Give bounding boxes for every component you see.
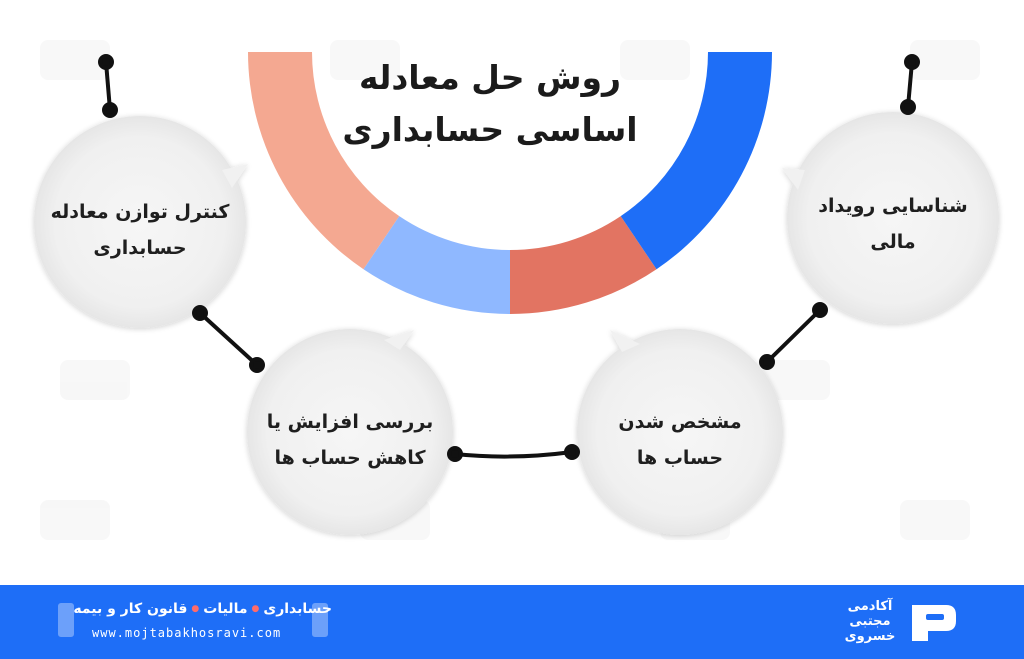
connector-top-right bbox=[900, 54, 920, 115]
connector-dot bbox=[564, 444, 580, 460]
bubble-step-3 bbox=[247, 329, 453, 535]
connector-right-middle bbox=[759, 302, 828, 370]
bubble-step-1 bbox=[782, 112, 999, 324]
arc-segment-3 bbox=[510, 216, 657, 314]
diagram-canvas bbox=[34, 52, 999, 535]
step-2-text: مشخص شدن حساب ها bbox=[582, 404, 778, 476]
title-line-1: روش حل معادله bbox=[358, 58, 622, 97]
step-2-line-2: حساب ها bbox=[636, 447, 724, 469]
bubble-step-2 bbox=[577, 329, 783, 535]
step-4-line-1: کنترل توازن معادله bbox=[50, 201, 230, 223]
step-3-text: بررسی افزایش یا کاهش حساب ها bbox=[252, 404, 448, 476]
arc-segment-2 bbox=[363, 216, 510, 314]
connector-dot bbox=[98, 54, 114, 70]
connector-dot bbox=[904, 54, 920, 70]
connector-dot bbox=[447, 446, 463, 462]
half-ring-arc bbox=[248, 52, 772, 314]
connector-dot bbox=[812, 302, 828, 318]
footer-decoration bbox=[58, 603, 74, 637]
step-4-text: کنترل توازن معادله حسابداری bbox=[38, 194, 242, 266]
step-1-line-2: مالی bbox=[870, 231, 916, 253]
logo-text: آکادمی مجتبی خسروی bbox=[838, 599, 902, 644]
connector-dot bbox=[759, 354, 775, 370]
connector-dot bbox=[249, 357, 265, 373]
connector-bottom bbox=[447, 444, 580, 462]
separator-dot-icon: ● bbox=[191, 604, 200, 614]
arc-segment-1 bbox=[248, 52, 400, 270]
connector-dot bbox=[192, 305, 208, 321]
separator-dot-icon: ● bbox=[251, 604, 260, 614]
website-url[interactable]: www.mojtabakhosravi.com bbox=[92, 626, 282, 640]
connector-left-middle bbox=[192, 305, 265, 373]
step-3-line-2: کاهش حساب ها bbox=[274, 447, 426, 469]
step-2-line-1: مشخص شدن bbox=[618, 411, 742, 433]
diagram-title: روش حل معادله اساسی حسابداری bbox=[300, 52, 680, 156]
footer-tag-tax: مالیات bbox=[203, 601, 248, 617]
logo-icon bbox=[912, 605, 956, 641]
connector-dot bbox=[102, 102, 118, 118]
connector-top-left bbox=[98, 54, 118, 118]
logo-line-1: آکادمی bbox=[847, 599, 893, 614]
step-1-text: شناسایی رویداد مالی bbox=[795, 188, 991, 260]
logo-line-3: خسروی bbox=[844, 629, 896, 644]
title-line-2: اساسی حسابداری bbox=[342, 110, 638, 149]
footer-tag-labor-law: قانون کار و بیمه bbox=[73, 601, 188, 617]
footer-tags: حسابداری●مالیات●قانون کار و بیمه bbox=[73, 601, 332, 617]
arc-segment-4 bbox=[620, 52, 772, 270]
footer-tag-accounting: حسابداری bbox=[263, 601, 332, 617]
footer-bar: حسابداری●مالیات●قانون کار و بیمه www.moj… bbox=[0, 585, 1024, 659]
connector-dot bbox=[900, 99, 916, 115]
step-3-line-1: بررسی افزایش یا bbox=[266, 411, 434, 433]
step-4-line-2: حسابداری bbox=[93, 237, 187, 259]
step-1-line-1: شناسایی رویداد bbox=[818, 195, 968, 217]
logo-line-2: مجتبی bbox=[849, 614, 891, 629]
footer-decoration bbox=[312, 603, 328, 637]
bubble-step-4 bbox=[34, 116, 248, 328]
